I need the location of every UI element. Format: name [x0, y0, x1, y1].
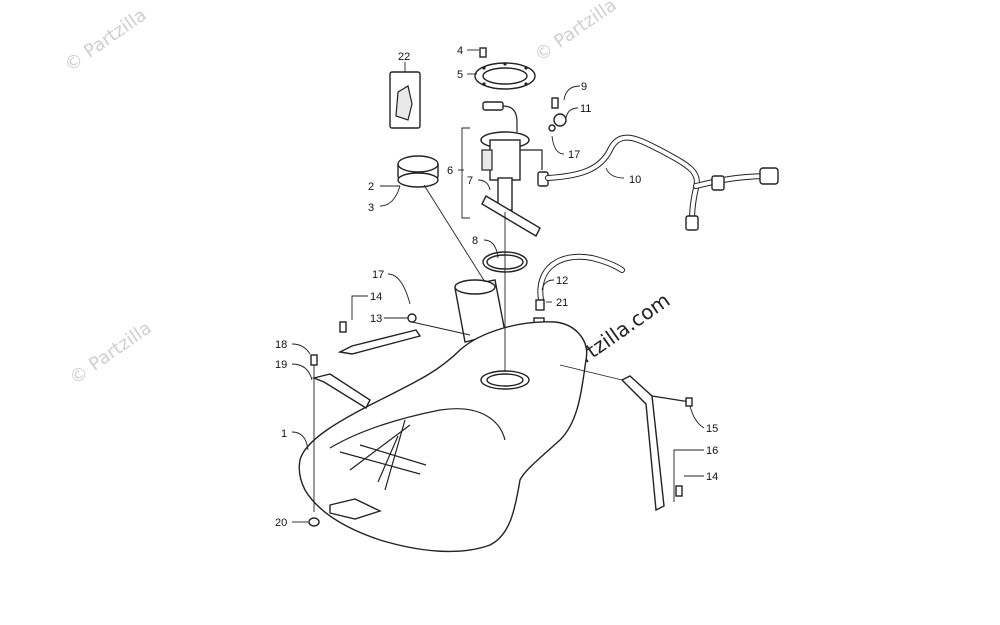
- callout-12[interactable]: 12: [556, 275, 568, 287]
- callout-18[interactable]: 18: [275, 339, 287, 351]
- callout-20[interactable]: 20: [275, 517, 287, 529]
- watermark-top-left: © Partzilla: [61, 5, 151, 77]
- part-19-strap[interactable]: [311, 373, 371, 409]
- part-14-bolt-right[interactable]: [675, 485, 683, 497]
- part-12-vent-tube[interactable]: [537, 253, 625, 303]
- watermark-left: © Partzilla: [66, 318, 156, 390]
- part-11-clamp[interactable]: [548, 113, 567, 132]
- part-9-screw[interactable]: [551, 97, 559, 109]
- callout-16[interactable]: 16: [706, 445, 718, 457]
- part-22-decal[interactable]: [389, 62, 421, 129]
- part-10-fuel-hose[interactable]: [545, 134, 779, 231]
- part-20-nut[interactable]: [308, 517, 320, 527]
- callout-17-left[interactable]: 17: [372, 269, 384, 281]
- watermark-top-center: © Partzilla: [531, 0, 621, 66]
- callout-7-pump[interactable]: 7: [467, 175, 473, 187]
- part-15-bolt[interactable]: [559, 364, 693, 407]
- callout-19[interactable]: 19: [275, 359, 287, 371]
- callout-5[interactable]: 5: [457, 69, 463, 81]
- watermark-group: © Partzilla © Partzilla © Partzilla © Pa…: [61, 0, 674, 396]
- callout-6[interactable]: 6: [447, 165, 453, 177]
- part-6-fuel-pump[interactable]: [480, 101, 549, 237]
- callout-2[interactable]: 2: [368, 181, 374, 193]
- callout-14-right[interactable]: 14: [706, 471, 718, 483]
- filler-neck: [423, 184, 506, 343]
- callout-8[interactable]: 8: [472, 235, 478, 247]
- callout-4[interactable]: 4: [457, 45, 463, 57]
- callout-13[interactable]: 13: [370, 313, 382, 325]
- callout-14-left[interactable]: 14: [370, 291, 382, 303]
- callout-1[interactable]: 1: [281, 428, 287, 440]
- callout-17-top[interactable]: 17: [568, 149, 580, 161]
- callout-21[interactable]: 21: [556, 297, 568, 309]
- leader-lines: [291, 49, 705, 523]
- part-16-strap[interactable]: [620, 375, 665, 512]
- callout-labels: 1 2 3 4 5 6 7 8 9 10 11 12 13 14 14 15 1…: [275, 45, 718, 529]
- callout-22[interactable]: 22: [398, 51, 410, 63]
- part-13-strap[interactable]: [337, 329, 422, 355]
- bracket-6: [461, 127, 470, 219]
- part-1-fuel-tank[interactable]: [298, 321, 588, 553]
- callout-3[interactable]: 3: [368, 202, 374, 214]
- part-5-gasket[interactable]: [474, 62, 536, 90]
- callout-11[interactable]: 11: [580, 103, 591, 115]
- part-18-bolt[interactable]: [310, 354, 318, 512]
- callout-9[interactable]: 9: [581, 81, 587, 93]
- callout-10[interactable]: 10: [629, 174, 641, 186]
- part-14-bolt-left[interactable]: [339, 321, 347, 333]
- part-4-screw[interactable]: [479, 47, 487, 58]
- callout-15[interactable]: 15: [706, 423, 718, 435]
- part-3-cap-gasket[interactable]: [397, 172, 439, 188]
